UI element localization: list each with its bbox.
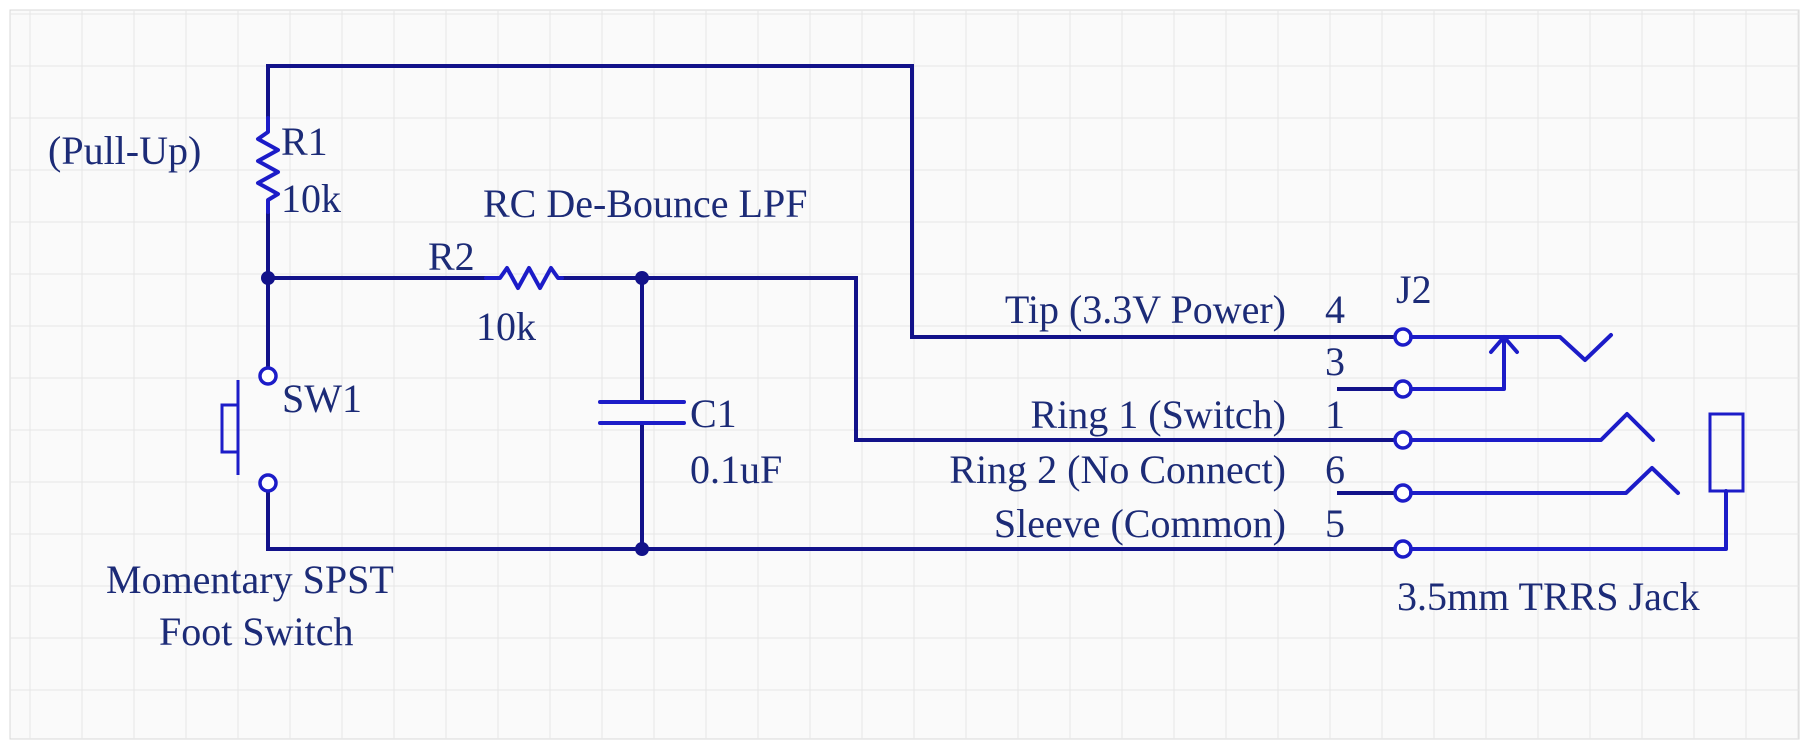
switch-sw1: [220, 366, 278, 493]
wire-ground: [266, 488, 1397, 551]
jack-pin-3: [1393, 379, 1413, 399]
jack-description: 3.5mm TRRS Jack: [1397, 574, 1700, 619]
junction-dot: [635, 542, 649, 556]
wire-switch-net: [854, 276, 1397, 442]
jack-pin-6: [1393, 483, 1413, 503]
grid: [10, 10, 1799, 739]
net-label-ring2: Ring 2 (No Connect): [949, 447, 1286, 492]
net-label-tip: Tip (3.3V Power): [1005, 287, 1286, 332]
switch-sw1-plunger: [220, 380, 240, 475]
wire-vcc-top: [266, 64, 1397, 339]
j2-designator: J2: [1396, 267, 1432, 312]
r2-designator: R2: [428, 234, 475, 279]
jack-pin-5: [1393, 539, 1413, 559]
resistor-r2-body: [484, 266, 564, 290]
capacitor-c1: [598, 400, 686, 425]
resistor-r1: [256, 116, 280, 214]
switch-description-line1: Momentary SPST: [106, 557, 394, 602]
pin-number: 5: [1325, 501, 1345, 546]
junction-dot: [261, 271, 275, 285]
jack-ring1-contact: [1409, 412, 1655, 442]
pullup-annotation: (Pull-Up): [48, 128, 201, 173]
resistor-r2: [484, 266, 564, 290]
net-label-ring1: Ring 1 (Switch): [1030, 392, 1286, 437]
r2-value: 10k: [476, 304, 536, 349]
switch-sw1-contact-top: [258, 366, 278, 386]
connector-j2: [1393, 327, 1745, 559]
pin-number: 6: [1325, 447, 1345, 492]
r1-value: 10k: [281, 176, 341, 221]
sheet-background: [9, 9, 1800, 740]
jack-sleeve-contact: [1409, 489, 1728, 551]
jack-tip-switch-leaf: [1409, 335, 1519, 391]
net-label-sleeve: Sleeve (Common): [994, 501, 1286, 546]
sw1-designator: SW1: [282, 376, 362, 421]
pin-number: 4: [1325, 287, 1345, 332]
rc-filter-annotation: RC De-Bounce LPF: [483, 181, 807, 226]
jack-ring2-contact: [1409, 466, 1680, 495]
c1-designator: C1: [690, 391, 737, 436]
jack-pin-1: [1393, 430, 1413, 450]
switch-description-line2: Foot Switch: [159, 609, 353, 654]
jack-tip-contact: [1409, 333, 1613, 362]
c1-value: 0.1uF: [690, 447, 782, 492]
jack-pin-4: [1393, 327, 1413, 347]
junction-dot: [635, 271, 649, 285]
pin-number: 3: [1325, 339, 1345, 384]
resistor-r1-body: [256, 116, 280, 214]
r1-designator: R1: [281, 119, 328, 164]
jack-sleeve-body: [1708, 412, 1745, 493]
wires: [266, 64, 1397, 551]
pin-number: 1: [1325, 392, 1345, 437]
switch-sw1-contact-bottom: [258, 473, 278, 493]
